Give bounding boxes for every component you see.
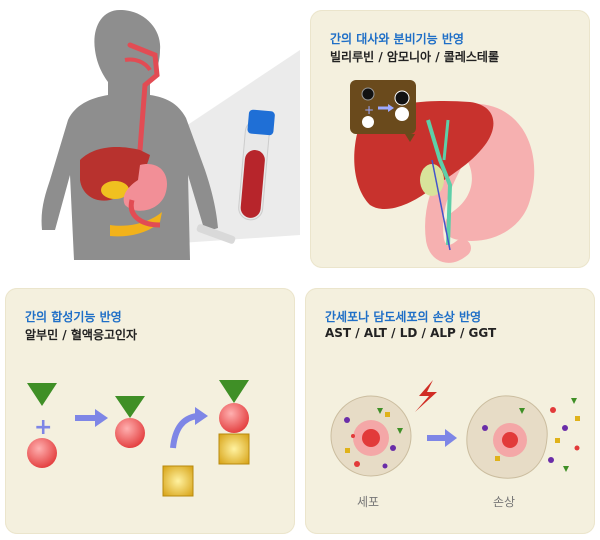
lightning-icon: [415, 380, 437, 412]
panel-subtitle: AST / ALT / LD / ALP / GGT: [325, 326, 497, 340]
liver-detail-icon: +: [350, 80, 535, 263]
cell-icon: [330, 395, 412, 477]
human-body-illustration: [0, 0, 300, 270]
panel-subtitle: 빌리루빈 / 암모니아 / 콜레스테롤: [330, 50, 499, 64]
cell-label: 세포: [357, 495, 380, 509]
metabolism-panel: 간의 대사와 분비기능 반영 빌리루빈 / 암모니아 / 콜레스테롤 +: [310, 10, 590, 268]
cell-damage-diagram: [330, 380, 580, 479]
liver-icon: [80, 147, 150, 201]
human-body-icon: [41, 10, 300, 260]
panel-title: 간의 합성기능 반영: [25, 310, 122, 324]
damage-panel: 간세포나 담도세포의 손상 반영 AST / ALT / LD / ALP / …: [305, 288, 595, 534]
panel-title: 간세포나 담도세포의 손상 반영: [325, 310, 482, 324]
synthesis-panel: 간의 합성기능 반영 알부민 / 혈액응고인자 +: [5, 288, 295, 534]
svg-text:+: +: [34, 415, 52, 440]
panel-subtitle: 알부민 / 혈액응고인자: [25, 328, 138, 342]
svg-text:+: +: [364, 103, 374, 117]
test-tube-icon: [238, 109, 275, 221]
synthesis-diagram: +: [27, 380, 250, 497]
panel-title: 간의 대사와 분비기능 반영: [330, 32, 464, 46]
damaged-label: 손상: [493, 495, 516, 509]
molecule-icon: +: [350, 80, 416, 142]
stomach-icon: [123, 164, 168, 211]
